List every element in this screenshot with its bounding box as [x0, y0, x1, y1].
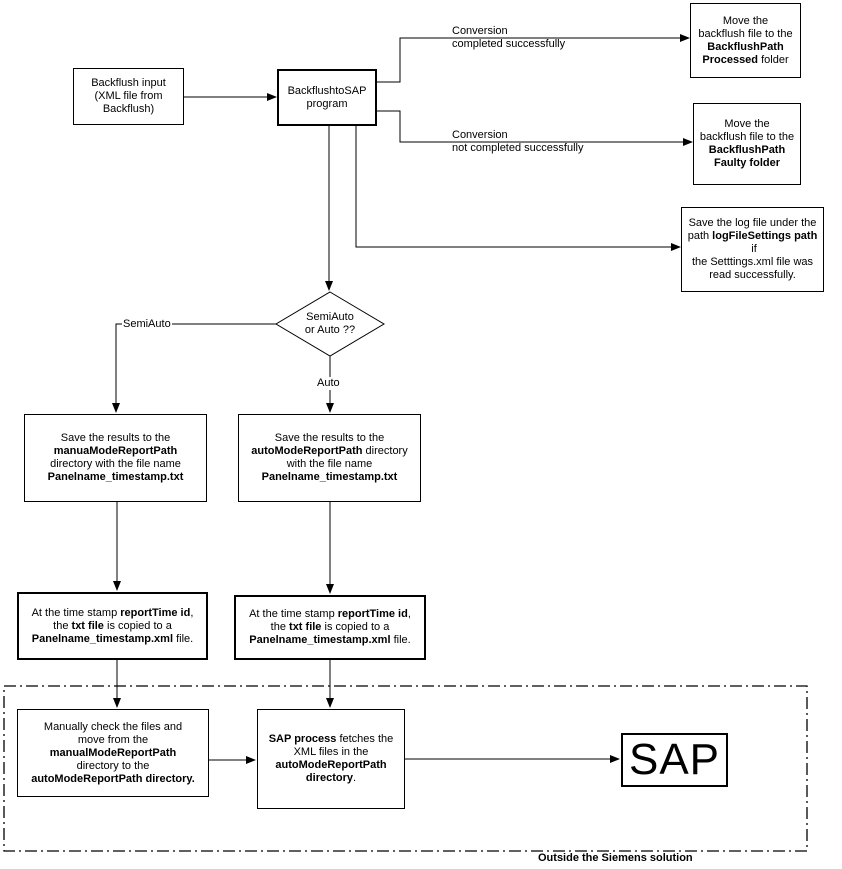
- faulty-line-1: Move the: [724, 118, 770, 130]
- log-bold-path: logFileSettings path: [712, 230, 818, 242]
- copy-left-the: the: [53, 619, 72, 632]
- processed-folder-box: Move the backflush file to the Backflush…: [690, 3, 801, 78]
- copy-box-left: At the time stamp reportTime id, the txt…: [17, 592, 208, 660]
- copy-right-suffix: file.: [390, 634, 411, 646]
- manual-check-line-1: Manually check the files and: [43, 720, 183, 733]
- manual-save-path: manuaModeReportPath: [53, 445, 178, 457]
- decision-line-2: or Auto ??: [304, 324, 356, 336]
- sap-process-path: autoModeReportPath: [275, 759, 387, 771]
- success-label-line-1: Conversion: [452, 25, 508, 37]
- sap-process-bold: SAP process: [268, 733, 337, 745]
- processed-bold-2: Processed: [702, 53, 759, 66]
- failure-label-line-2: not completed successfully: [452, 142, 584, 154]
- faulty-bold-2: Faulty folder: [713, 157, 780, 169]
- processed-bold-1: BackflushPath: [707, 40, 784, 53]
- auto-save-line-1: Save the results to the: [274, 432, 385, 444]
- copy-left-suffix: file.: [173, 632, 194, 645]
- copy-left-xml: Panelname_timestamp.xml: [31, 632, 174, 645]
- arrow-program-to-log: [355, 126, 681, 251]
- copy-right-prefix: At the time stamp: [249, 608, 338, 620]
- log-file-box: Save the log file under the path logFile…: [681, 207, 824, 292]
- log-prefix: path: [687, 230, 713, 242]
- log-line-1: Save the log file under the: [688, 217, 817, 229]
- manual-save-line-3: directory with the file name: [50, 458, 181, 470]
- arrow-failure-to-faulty: [377, 110, 693, 146]
- copy-right-xml: Panelname_timestamp.xml: [249, 634, 391, 646]
- arrow-semiauto-branch: [112, 323, 276, 413]
- copy-right-txt: txt file: [289, 621, 322, 633]
- manual-check-path: manualModeReportPath: [49, 746, 177, 759]
- manual-save-box: Save the results to the manuaModeReportP…: [24, 414, 207, 502]
- copy-right-comma: ,: [407, 608, 411, 620]
- input-line-2: (XML file from: [94, 90, 163, 102]
- sap-process-period: .: [353, 772, 357, 784]
- log-suffix: if: [748, 243, 757, 255]
- auto-label: Auto: [316, 377, 341, 390]
- auto-save-file: Panelname_timestamp.txt: [261, 471, 398, 483]
- program-line-2: program: [306, 97, 348, 110]
- auto-save-line-3: with the file name: [286, 458, 373, 470]
- sap-process-line-1: fetches the: [336, 733, 394, 745]
- program-line-1: BackflushtoSAP: [287, 84, 367, 97]
- manual-check-line-2: move from the: [77, 733, 149, 746]
- manual-check-dest: autoModeReportPath directory.: [31, 772, 195, 785]
- failure-label: Conversion not completed successfully: [452, 129, 583, 155]
- arrow-success-to-processed: [377, 34, 690, 83]
- backflushtosap-program-box: BackflushtoSAP program: [277, 69, 377, 126]
- copy-left-copied: is copied to a: [103, 619, 172, 632]
- processed-line-2: backflush file to the: [698, 27, 793, 40]
- input-line-3: Backflush): [102, 103, 155, 115]
- sap-process-dir: directory: [305, 772, 353, 784]
- copy-right-id: reportTime id: [337, 608, 408, 620]
- log-line-4: read successfully.: [709, 269, 796, 281]
- sap-process-line-2: XML files in the: [293, 746, 369, 758]
- sap-system-box: SAP: [621, 733, 728, 787]
- decision-text: SemiAuto or Auto ??: [290, 311, 370, 337]
- faulty-line-2: backflush file to the: [699, 131, 795, 143]
- backflush-input-box: Backflush input (XML file from Backflush…: [73, 68, 184, 125]
- copy-left-txt: txt file: [71, 619, 104, 632]
- copy-left-prefix: At the time stamp: [31, 606, 121, 619]
- success-label-line-2: completed successfully: [452, 38, 566, 50]
- outside-siemens-label: Outside the Siemens solution: [538, 852, 693, 864]
- auto-save-path: autoModeReportPath: [251, 445, 363, 457]
- copy-right-copied: is copied to a: [321, 621, 390, 633]
- copy-left-comma: ,: [190, 606, 194, 619]
- input-line-1: Backflush input: [91, 77, 166, 89]
- auto-save-box: Save the results to the autoModeReportPa…: [238, 414, 421, 502]
- failure-label-line-1: Conversion: [452, 129, 508, 141]
- decision-line-1: SemiAuto: [306, 311, 354, 323]
- sap-process-box: SAP process fetches the XML files in the…: [257, 709, 405, 809]
- processed-suffix: folder: [758, 53, 789, 66]
- auto-save-path-suffix: directory: [362, 445, 408, 457]
- copy-box-right: At the time stamp reportTime id, the txt…: [234, 595, 426, 660]
- log-line-3: the Setttings.xml file was: [691, 256, 814, 268]
- manual-save-line-1: Save the results to the: [60, 432, 171, 444]
- manual-check-line-4: directory to the: [76, 759, 150, 772]
- processed-line-1: Move the: [722, 14, 769, 27]
- faulty-bold-1: BackflushPath: [708, 144, 786, 156]
- success-label: Conversion completed successfully: [452, 25, 565, 51]
- manual-save-file: Panelname_timestamp.txt: [47, 471, 184, 483]
- manual-check-box: Manually check the files and move from t…: [17, 709, 209, 797]
- semiauto-label: SemiAuto: [122, 318, 172, 331]
- faulty-folder-box: Move the backflush file to the Backflush…: [693, 103, 801, 185]
- outside-solution-boundary: [3, 685, 808, 852]
- copy-right-the: the: [270, 621, 290, 633]
- copy-left-id: reportTime id: [120, 606, 191, 619]
